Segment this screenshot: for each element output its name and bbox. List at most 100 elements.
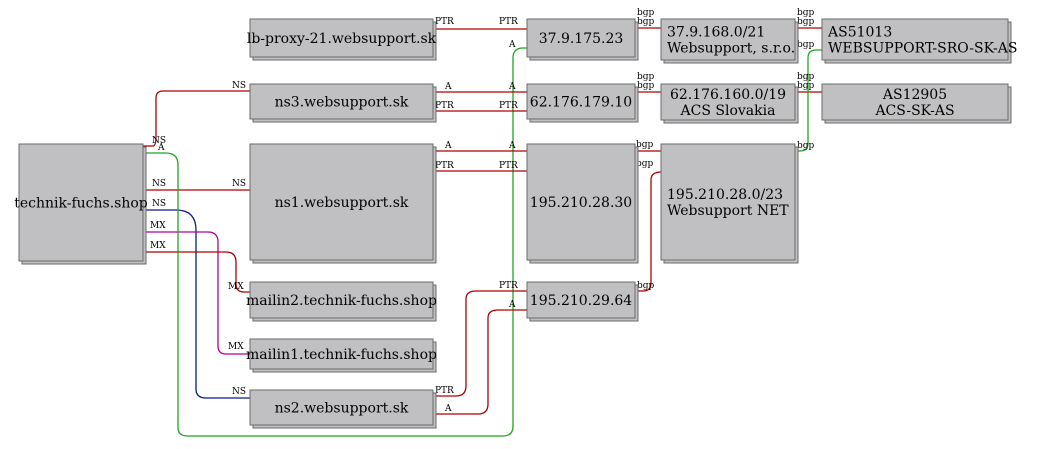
node-label: 62.176.179.10	[530, 95, 632, 111]
node-label: ACS Slovakia	[680, 103, 776, 119]
node-label: 195.210.28.30	[530, 195, 632, 211]
edges-layer	[143, 27, 822, 437]
edge-ns2-ip195b-ptr	[433, 290, 527, 397]
node-mailin2[interactable]: mailin2.technik-fuchs.shop	[246, 281, 437, 322]
edge-label: bgp	[637, 17, 655, 27]
edge-label: A	[157, 143, 165, 153]
edge-label: NS	[232, 179, 246, 189]
node-box	[526, 143, 636, 261]
node-box	[660, 83, 796, 121]
node-box	[249, 389, 434, 426]
edge-ns2-ip195b-a	[433, 309, 527, 415]
edge-label: PTR	[499, 161, 518, 171]
node-box	[249, 281, 434, 319]
node-label: AS12905	[882, 87, 947, 103]
node-label: 195.210.29.64	[530, 293, 633, 309]
node-label: Websupport NET	[667, 203, 789, 219]
edge-label: bgp	[797, 141, 815, 151]
node-label: mailin2.technik-fuchs.shop	[246, 293, 437, 309]
node-box	[660, 143, 796, 261]
edge-label: bgp	[637, 72, 655, 82]
nodes-layer: technik-fuchs.shop lb-proxy-21.websupport…	[14, 18, 1017, 429]
node-ip195b[interactable]: 195.210.29.64	[526, 281, 639, 322]
edge-label: A	[508, 141, 516, 151]
node-label: ACS-SK-AS	[874, 103, 954, 119]
edge-label: A	[508, 40, 516, 50]
edge-label: A	[508, 82, 516, 92]
node-box	[660, 18, 796, 61]
node-box	[249, 338, 434, 370]
node-label: 37.9.175.23	[539, 31, 624, 47]
edge-label: A	[508, 300, 516, 310]
edge-label: NS	[232, 81, 246, 91]
node-box	[526, 18, 636, 58]
edge-label: bgp	[797, 40, 815, 50]
node-label: mailin1.technik-fuchs.shop	[246, 347, 437, 363]
edge-label: PTR	[435, 161, 454, 171]
edge-tf-ip37	[143, 47, 527, 437]
node-mailin1[interactable]: mailin1.technik-fuchs.shop	[246, 338, 437, 373]
edge-tf-ns3	[143, 90, 250, 147]
node-label: lb-proxy-21.websupport.sk	[247, 31, 437, 47]
edge-tf-ns2	[143, 209, 250, 399]
node-label: 62.176.160.0/19	[670, 87, 786, 103]
node-label: ns2.websupport.sk	[275, 401, 409, 417]
edge-label: PTR	[435, 101, 454, 111]
node-ns1[interactable]: ns1.websupport.sk	[249, 143, 437, 264]
node-ip195a[interactable]: 195.210.28.30	[526, 143, 639, 264]
edge-label: NS	[232, 387, 246, 397]
node-ns3[interactable]: ns3.websupport.sk	[249, 83, 437, 123]
node-box	[526, 83, 636, 120]
edge-label: PTR	[499, 17, 518, 27]
edge-label: bgp	[797, 8, 815, 18]
edge-label: MX	[228, 282, 244, 292]
node-ip37[interactable]: 37.9.175.23	[526, 18, 639, 61]
node-lbproxy[interactable]: lb-proxy-21.websupport.sk	[247, 18, 437, 61]
edge-label: NS	[152, 179, 166, 189]
edge-label: PTR	[499, 101, 518, 111]
edge-label: A	[444, 141, 452, 151]
edge-label: bgp	[797, 81, 815, 91]
edge-label: bgp	[636, 159, 654, 169]
node-label: ns1.websupport.sk	[275, 195, 409, 211]
node-box	[821, 18, 1009, 61]
node-box	[249, 83, 434, 120]
node-box	[249, 18, 434, 58]
node-technik[interactable]: technik-fuchs.shop	[14, 143, 148, 265]
edge-net195-as51013	[795, 49, 822, 152]
edge-label: bgp	[637, 281, 655, 291]
node-label: AS51013	[827, 25, 892, 41]
edge-label: MX	[150, 241, 166, 251]
edge-label: PTR	[499, 281, 518, 291]
edge-label: NS	[152, 199, 166, 209]
edge-tf-mailin1	[143, 231, 250, 355]
edge-label: bgp	[637, 8, 655, 18]
edge-label: PTR	[435, 17, 454, 27]
edge-label: bgp	[797, 72, 815, 82]
node-box	[18, 143, 144, 262]
node-ip62[interactable]: 62.176.179.10	[526, 83, 639, 123]
edge-label: A	[444, 404, 452, 414]
edge-label: bgp	[636, 140, 654, 150]
node-label: Websupport, s.r.o.	[667, 41, 795, 57]
edge-tf-mailin2	[143, 251, 250, 293]
node-label: 195.210.28.0/23	[667, 187, 783, 203]
node-box	[526, 281, 636, 319]
node-box	[249, 143, 434, 261]
node-box	[821, 83, 1009, 121]
node-label: ns3.websupport.sk	[275, 95, 409, 111]
node-label: 37.9.168.0/21	[667, 25, 765, 41]
edge-label: MX	[228, 342, 244, 352]
edge-label: PTR	[435, 386, 454, 396]
node-label: WEBSUPPORT-SRO-SK-AS	[828, 41, 1017, 57]
node-ns2[interactable]: ns2.websupport.sk	[249, 389, 437, 429]
edge-label: A	[444, 82, 452, 92]
edge-label: bgp	[797, 17, 815, 27]
